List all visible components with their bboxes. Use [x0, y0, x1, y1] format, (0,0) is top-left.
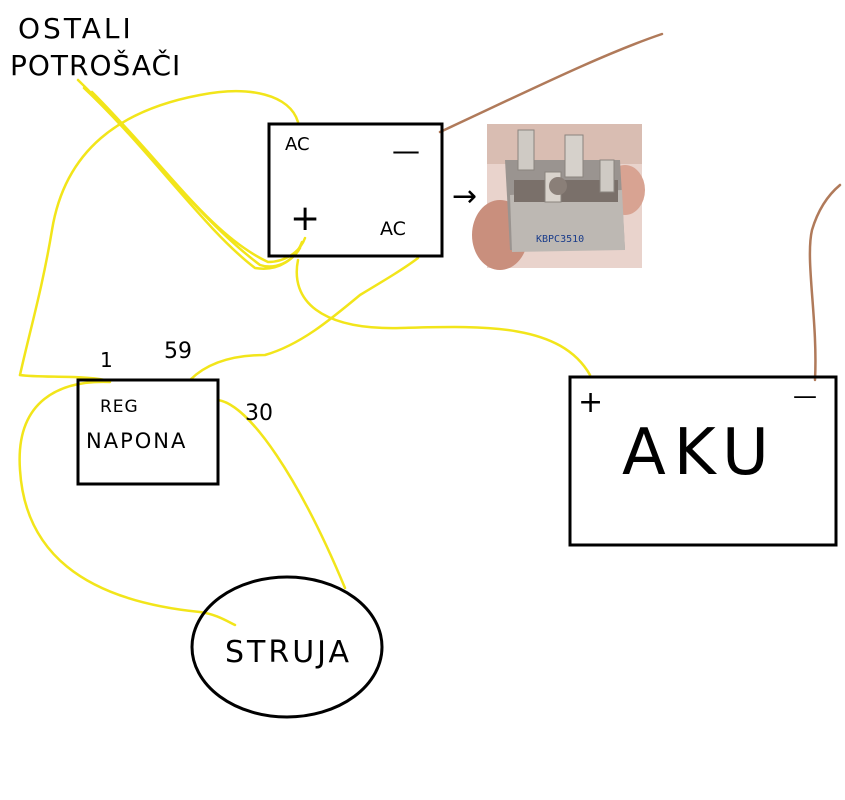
wire-battery-minus-up: [808, 183, 842, 382]
consumers-label-line1: OSTALI: [18, 12, 134, 45]
regulator-label-line1: REG: [100, 397, 139, 417]
rectifier-plus-label: +: [290, 198, 320, 239]
battery-minus-label: —: [793, 382, 817, 410]
wire-59-to-ac-bottom: [188, 256, 420, 382]
battery-outline: [568, 375, 838, 547]
rectifier-box: AC — + AC: [267, 122, 444, 258]
photo-part-number: KBPC3510: [536, 234, 584, 245]
rectifier-photo: KBPC3510: [472, 124, 645, 270]
wire-plus-to-battery: [295, 258, 592, 377]
consumers-label-line2: POTROŠAČI: [10, 48, 181, 82]
rectifier-ac-bottom-label: AC: [380, 218, 406, 240]
battery: + — AKU: [568, 375, 838, 547]
voltage-regulator: REG NAPONA 1 59 30: [76, 339, 273, 486]
generator-label: STRUJA: [225, 635, 352, 670]
regulator-outline: [76, 378, 220, 486]
wire-consumers-to-plus-3: [90, 90, 307, 264]
wire-pin1-to-generator: [18, 380, 237, 627]
regulator-pin-1: 1: [100, 348, 113, 372]
battery-name-label: AKU: [622, 416, 777, 490]
rectifier-outline: [267, 122, 444, 258]
wire-consumers-to-plus-2: [82, 86, 304, 270]
wire-ac-top-loop: [18, 89, 300, 377]
generator: STRUJA: [190, 575, 384, 719]
brown-wires: [438, 32, 842, 382]
rectifier-minus-label: —: [392, 134, 420, 167]
wire-minus-to-top-right: [438, 32, 664, 134]
consumers-label: OSTALI POTROŠAČI: [10, 12, 181, 82]
rectifier-ac-top-label: AC: [285, 134, 310, 155]
yellow-wires: [18, 78, 592, 627]
wire-consumers-to-plus: [76, 78, 302, 268]
wire-30-to-generator: [216, 398, 347, 590]
generator-outline: [190, 575, 384, 719]
battery-plus-label: +: [578, 385, 603, 420]
regulator-pin-30: 30: [245, 401, 273, 426]
regulator-pin-59: 59: [164, 339, 192, 364]
regulator-label-line2: NAPONA: [86, 429, 187, 453]
arrow-to-photo: →: [452, 179, 477, 214]
